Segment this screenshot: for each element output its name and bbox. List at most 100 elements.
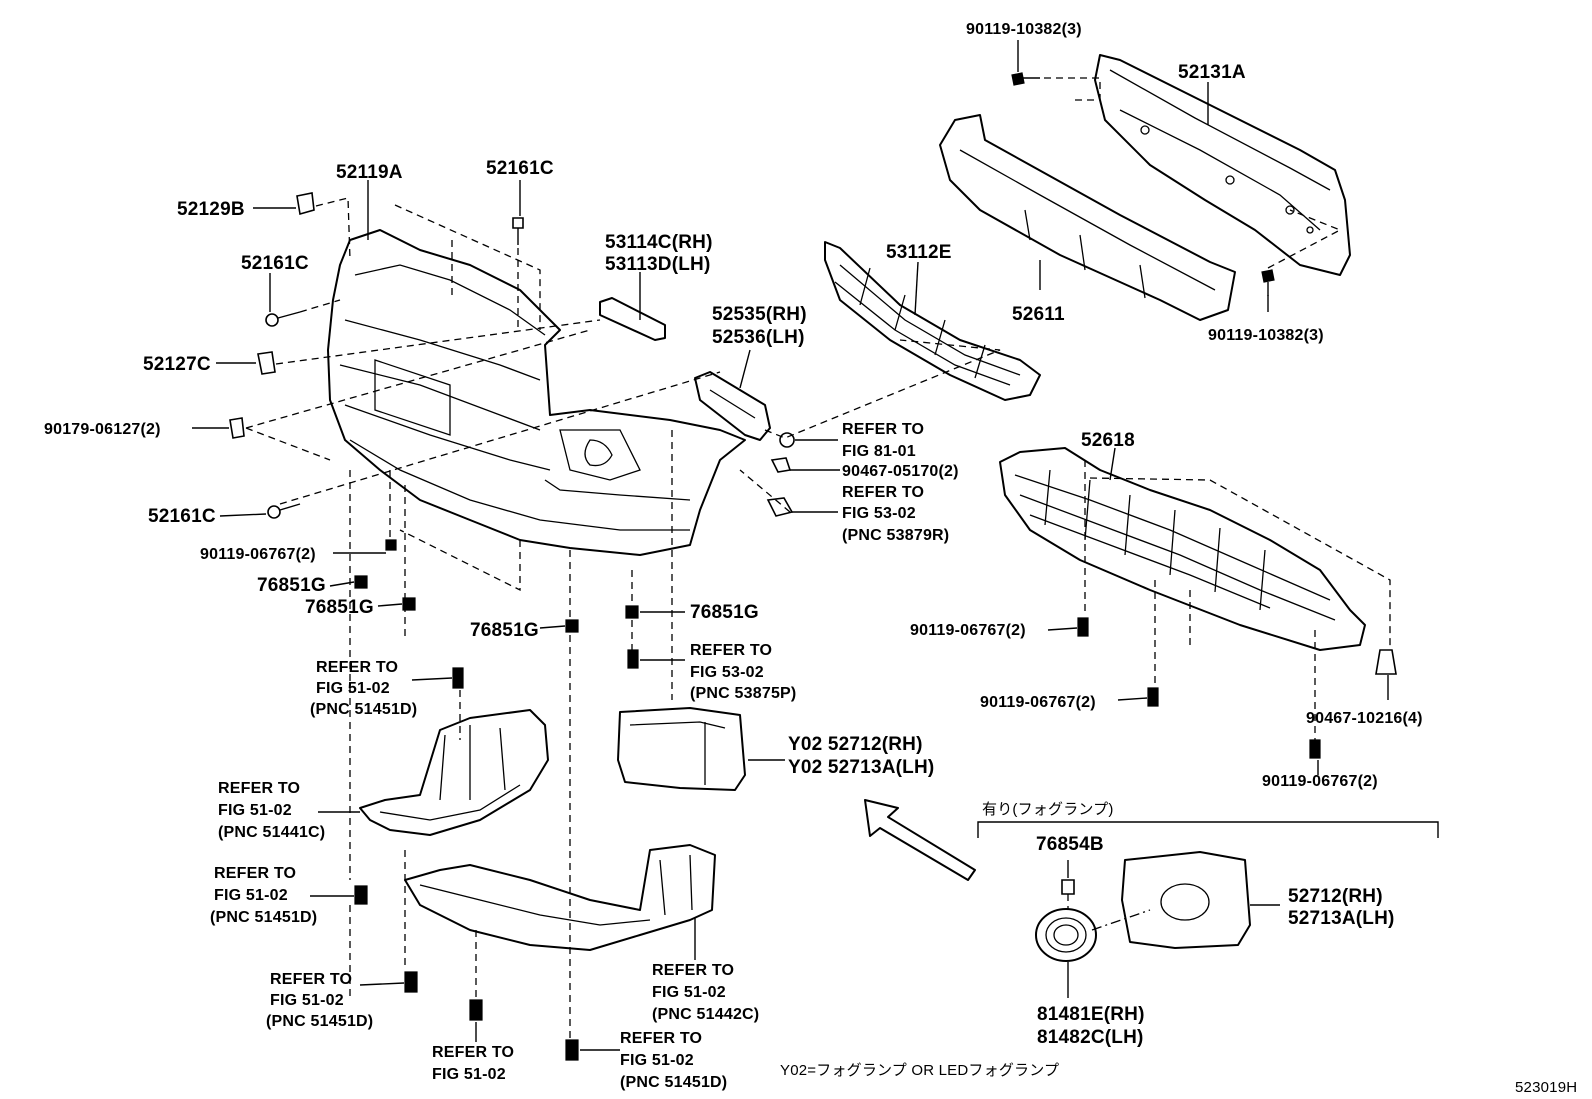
label-90119-06767-r3[interactable]: 90119-06767(2) <box>1262 773 1378 790</box>
fog-lamp-81481E[interactable] <box>1035 908 1097 962</box>
nut-icon[interactable] <box>625 605 639 619</box>
label-53112E[interactable]: 53112E <box>886 242 952 263</box>
bracket-52535[interactable] <box>694 371 771 441</box>
molding-53114C[interactable] <box>599 297 666 341</box>
ref-51442C-line3[interactable]: (PNC 51442C) <box>652 1006 759 1023</box>
ref-51-02-line1[interactable]: REFER TO <box>432 1044 514 1061</box>
label-81481E[interactable]: 81481E(RH) <box>1037 1004 1145 1025</box>
bolt-icon[interactable] <box>1077 617 1089 637</box>
ref-51451D-4-line3[interactable]: (PNC 51451D) <box>620 1074 727 1091</box>
bolt-icon[interactable] <box>404 971 418 993</box>
ref-51451D-3-line1[interactable]: REFER TO <box>270 971 352 988</box>
label-76854B[interactable]: 76854B <box>1036 834 1104 855</box>
ref-51451D-1-line2[interactable]: FIG 51-02 <box>316 680 390 697</box>
nut-icon[interactable] <box>565 619 579 633</box>
ref-51451D-2-line3[interactable]: (PNC 51451D) <box>210 909 317 926</box>
bolt-icon[interactable] <box>565 1039 579 1061</box>
ref-51441C-line1[interactable]: REFER TO <box>218 780 300 797</box>
under-cover-52618[interactable] <box>999 447 1366 651</box>
label-90119-06767-r2[interactable]: 90119-06767(2) <box>980 694 1096 711</box>
label-52129B[interactable]: 52129B <box>177 199 245 220</box>
ref-fig-81-01-line2[interactable]: FIG 81-01 <box>842 443 916 460</box>
ref-fig-53-02p-line2[interactable]: FIG 53-02 <box>690 664 764 681</box>
label-52535[interactable]: 52535(RH) <box>712 304 807 325</box>
label-Y02-52713A[interactable]: Y02 52713A(LH) <box>788 757 934 778</box>
clip-icon[interactable] <box>1375 649 1397 675</box>
bolt-icon[interactable] <box>1147 687 1159 707</box>
screw-icon[interactable] <box>265 311 301 327</box>
clip-icon[interactable] <box>1061 879 1075 895</box>
ref-51441C-line3[interactable]: (PNC 51441C) <box>218 824 325 841</box>
ref-fig-81-01-line1[interactable]: REFER TO <box>842 421 924 438</box>
label-90179-06127[interactable]: 90179-06127(2) <box>44 421 161 438</box>
under-cover-51441C[interactable] <box>359 709 549 836</box>
fog-cover-Y02-52712[interactable] <box>617 707 746 791</box>
fog-cover-52712[interactable] <box>1121 851 1251 949</box>
ref-51451D-4-line1[interactable]: REFER TO <box>620 1030 702 1047</box>
ref-51451D-2-line1[interactable]: REFER TO <box>214 865 296 882</box>
under-cover-51442C[interactable] <box>404 844 716 951</box>
label-52161C-top[interactable]: 52161C <box>486 158 554 179</box>
ref-51451D-4-line2[interactable]: FIG 51-02 <box>620 1052 694 1069</box>
label-52119A[interactable]: 52119A <box>336 162 403 183</box>
ref-51-02-line2[interactable]: FIG 51-02 <box>432 1066 506 1083</box>
label-52713A[interactable]: 52713A(LH) <box>1288 908 1395 929</box>
label-76851G-b[interactable]: 76851G <box>305 597 374 618</box>
nut-icon[interactable] <box>402 597 416 611</box>
clip-icon[interactable] <box>296 192 315 216</box>
label-90119-10382-bot[interactable]: 90119-10382(3) <box>1208 327 1324 344</box>
ref-51442C-line2[interactable]: FIG 51-02 <box>652 984 726 1001</box>
ref-fig-53-02-line1[interactable]: REFER TO <box>842 484 924 501</box>
ref-51451D-3-line3[interactable]: (PNC 51451D) <box>266 1013 373 1030</box>
label-90119-06767-r1[interactable]: 90119-06767(2) <box>910 622 1026 639</box>
ref-fig-53-02p-line3[interactable]: (PNC 53875P) <box>690 685 796 702</box>
ref-51451D-1-line3[interactable]: (PNC 51451D) <box>310 701 417 718</box>
ref-fig-53-02p-line1[interactable]: REFER TO <box>690 642 772 659</box>
label-90119-10382-top[interactable]: 90119-10382(3) <box>966 21 1082 38</box>
bolt-icon[interactable] <box>627 649 639 669</box>
bumper-cover-52119A[interactable] <box>327 229 746 556</box>
label-53114C[interactable]: 53114C(RH) <box>605 232 713 253</box>
nut-icon[interactable] <box>354 575 368 589</box>
bolt-icon[interactable] <box>1261 269 1275 296</box>
bolt-icon[interactable] <box>452 667 464 689</box>
ref-51451D-3-line2[interactable]: FIG 51-02 <box>270 992 344 1009</box>
screw-icon[interactable] <box>512 217 524 245</box>
label-52618[interactable]: 52618 <box>1081 430 1135 451</box>
bolt-icon[interactable] <box>385 539 397 551</box>
label-52536[interactable]: 52536(LH) <box>712 327 805 348</box>
bolt-icon[interactable] <box>1011 72 1040 86</box>
ref-51451D-2-line2[interactable]: FIG 51-02 <box>214 887 288 904</box>
label-53113D[interactable]: 53113D(LH) <box>605 254 711 275</box>
label-52161C-bot[interactable]: 52161C <box>148 506 216 527</box>
label-Y02-52712[interactable]: Y02 52712(RH) <box>788 734 923 755</box>
ref-fig-53-02-line2[interactable]: FIG 53-02 <box>842 505 916 522</box>
label-90467-05170[interactable]: 90467-05170(2) <box>842 463 959 480</box>
label-52712[interactable]: 52712(RH) <box>1288 886 1383 907</box>
label-52161C-left[interactable]: 52161C <box>241 253 309 274</box>
bolt-icon[interactable] <box>354 885 368 905</box>
label-76851G-c[interactable]: 76851G <box>470 620 539 641</box>
label-81482C[interactable]: 81482C(LH) <box>1037 1027 1144 1048</box>
label-52127C[interactable]: 52127C <box>143 354 211 375</box>
clip-icon[interactable] <box>257 351 276 375</box>
bolt-icon[interactable] <box>1309 739 1321 759</box>
screw-icon[interactable] <box>267 503 301 519</box>
clip-icon[interactable] <box>229 417 245 439</box>
ref-51442C-line1[interactable]: REFER TO <box>652 962 734 979</box>
label-90119-06767-left[interactable]: 90119-06767(2) <box>200 546 316 563</box>
label-52131A[interactable]: 52131A <box>1178 62 1246 83</box>
nut-icon[interactable] <box>779 432 795 448</box>
label-76851G-d[interactable]: 76851G <box>690 602 759 623</box>
clip-icon[interactable] <box>766 497 794 517</box>
bolt-icon[interactable] <box>469 999 483 1021</box>
ref-51441C-line2[interactable]: FIG 51-02 <box>218 802 292 819</box>
lower-grille-53112E[interactable] <box>824 241 1041 401</box>
ref-fig-53-02-line3[interactable]: (PNC 53879R) <box>842 527 949 544</box>
ref-51451D-1-line1[interactable]: REFER TO <box>316 659 398 676</box>
reinforcement-52131A[interactable] <box>1094 54 1351 276</box>
clip-icon[interactable] <box>770 457 792 473</box>
label-90467-10216[interactable]: 90467-10216(4) <box>1306 710 1423 727</box>
label-52611[interactable]: 52611 <box>1012 304 1065 325</box>
label-76851G-a[interactable]: 76851G <box>257 575 326 596</box>
